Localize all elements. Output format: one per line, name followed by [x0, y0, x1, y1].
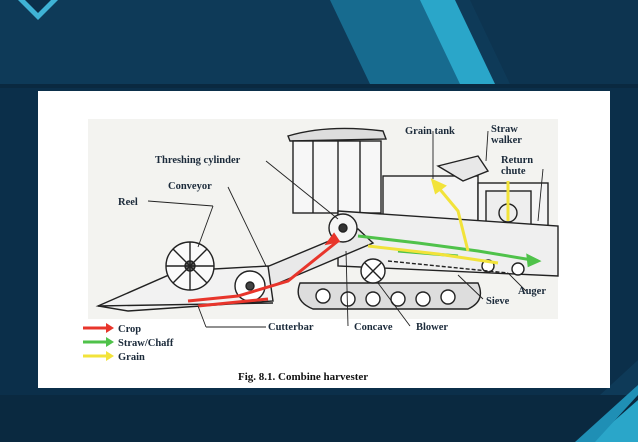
label-threshing-cylinder: Threshing cylinder — [155, 155, 241, 166]
label-straw-walker-line2: walker — [491, 135, 522, 146]
label-sieve: Sieve — [486, 296, 510, 307]
legend-label-grain: Grain — [118, 352, 145, 363]
harvester-body — [95, 127, 559, 312]
label-conveyor: Conveyor — [168, 181, 212, 192]
label-blower: Blower — [416, 322, 448, 333]
label-straw-walker-line1: Straw — [491, 124, 518, 135]
combine-harvester-diagram: Grain tank Straw walker Threshing cylind… — [83, 119, 559, 383]
label-cutterbar: Cutterbar — [268, 322, 314, 333]
label-concave: Concave — [354, 322, 393, 333]
figure-caption: Fig. 8.1. Combine harvester — [238, 371, 368, 383]
legend-label-crop: Crop — [118, 324, 141, 335]
legend-label-straw-chaff: Straw/Chaff — [118, 338, 174, 349]
diagram-panel: Grain tank Straw walker Threshing cylind… — [38, 91, 610, 388]
label-grain-tank: Grain tank — [405, 126, 455, 137]
header-stripe-2 — [420, 0, 495, 84]
crop-flow-arrows — [187, 232, 341, 308]
legend-item-grain: Grain — [83, 351, 145, 363]
label-auger: Auger — [518, 286, 546, 297]
legend: Crop Straw/Chaff Grain — [83, 323, 174, 363]
legend-item-straw-chaff: Straw/Chaff — [83, 337, 174, 349]
grain-flow-arrows — [367, 178, 510, 265]
legend-item-crop: Crop — [83, 323, 141, 335]
header-stripe-3 — [470, 0, 638, 84]
label-reel: Reel — [118, 197, 138, 208]
label-return-chute-line1: Return — [501, 155, 533, 166]
label-return-chute-line2: chute — [501, 166, 526, 177]
leader-lines — [147, 130, 544, 328]
